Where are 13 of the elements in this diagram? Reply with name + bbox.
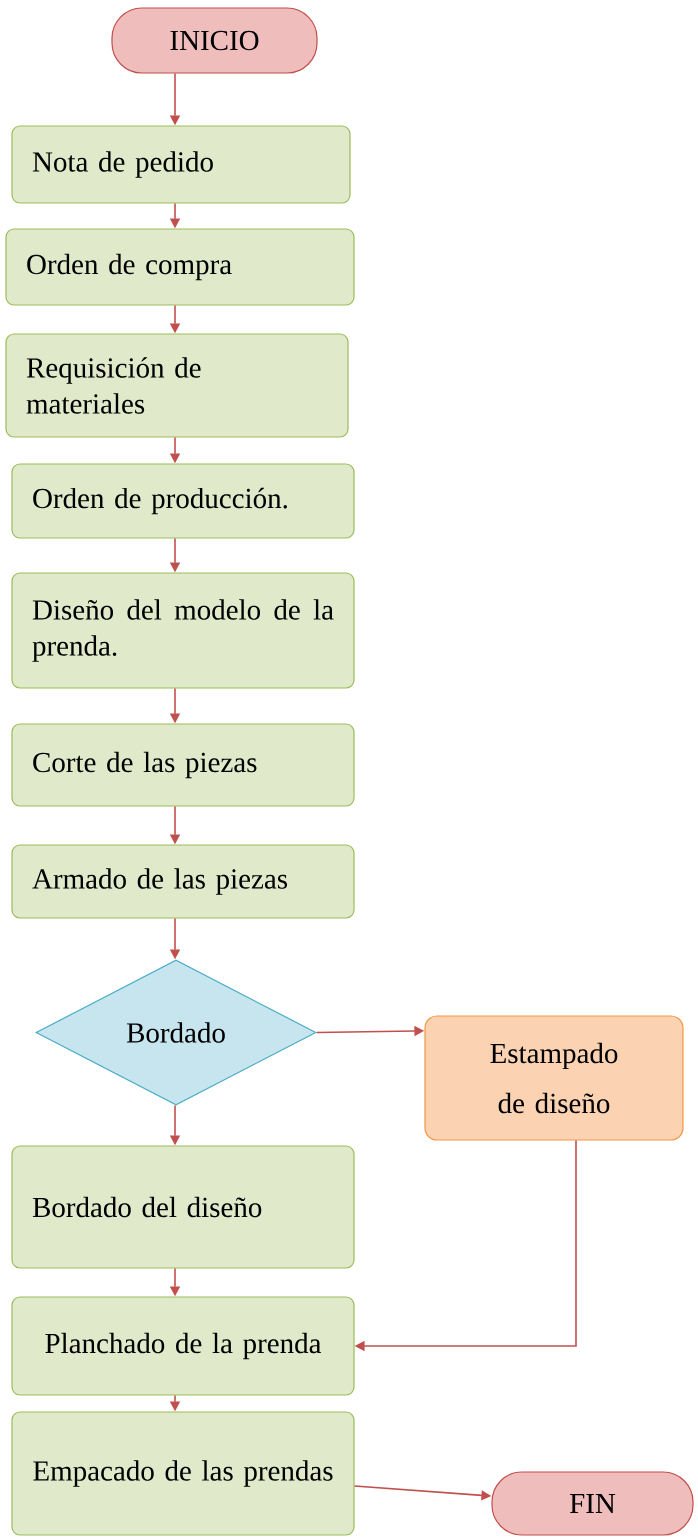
process-box: Diseño del modelo de la prenda.: [11, 572, 355, 689]
terminal-box: FIN: [491, 1471, 694, 1536]
process-box: Planchado de la prenda: [11, 1296, 355, 1396]
process-box: Empacado de las prendas: [11, 1411, 355, 1536]
process-box: Orden de compra: [5, 228, 355, 306]
process-box: Corte de las piezas: [11, 723, 355, 807]
process-box: Armado de las piezas: [11, 844, 355, 919]
terminal-box: INICIO: [111, 7, 318, 74]
process-box: Estampado de diseño: [424, 1015, 684, 1141]
process-box: Bordado del diseño: [11, 1145, 355, 1269]
process-box: Requisición de materiales: [5, 333, 349, 438]
process-box: Nota de pedido: [11, 125, 351, 204]
process-box: Orden de producción.: [11, 463, 355, 539]
